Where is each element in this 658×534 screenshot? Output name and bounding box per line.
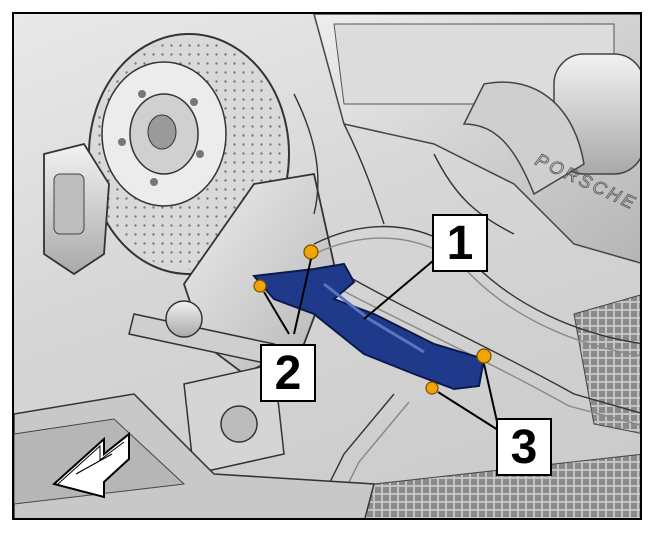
illustration-frame: PORSCHE [12,12,642,520]
callout-1: 1 [432,214,488,272]
fasteners [253,244,492,395]
fastener-3b [425,381,439,395]
leader-lines [263,258,499,431]
fastener-2b [253,279,267,293]
fastener-2a [303,244,319,260]
engine-block: PORSCHE [313,14,640,264]
chassis-illustration: PORSCHE [14,14,640,518]
forward-direction-arrow-icon [51,431,130,499]
callout-2: 2 [260,344,316,402]
fastener-3a [476,348,492,364]
callout-3: 3 [496,418,552,476]
brake-caliper [43,142,110,276]
